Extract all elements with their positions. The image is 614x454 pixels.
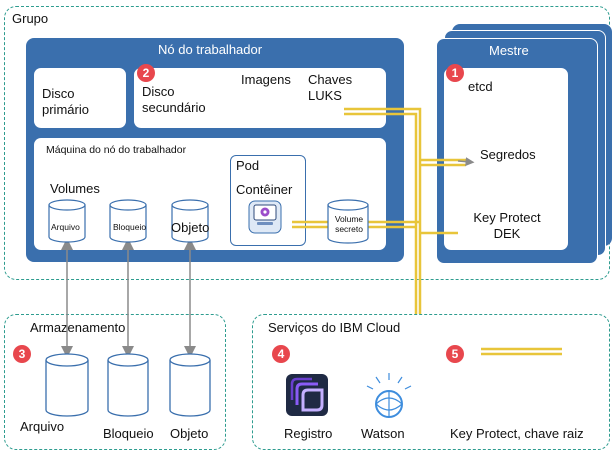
etcd-label: etcd: [468, 79, 493, 94]
container-icon: [248, 200, 282, 234]
storage-title: Armazenamento: [30, 320, 126, 335]
cylinder-icon: [107, 353, 149, 417]
volume-block-label: Bloqueio: [113, 222, 147, 232]
cylinder-icon: [171, 199, 209, 243]
secondary-disk-label: Disco secundário: [142, 84, 206, 115]
worker-vm-panel: [34, 138, 386, 250]
key-protect-dek-label: Key Protect DEK: [473, 210, 541, 241]
badge-2: 2: [137, 64, 155, 82]
registry-label: Registro: [284, 426, 333, 441]
registry-icon: [286, 374, 328, 416]
ibm-cloud-title: Serviços do IBM Cloud: [268, 320, 401, 335]
volume-storage-arrows: [61, 238, 196, 358]
cluster-label: Grupo: [12, 11, 49, 26]
cylinder-icon: [109, 199, 147, 243]
badge-5: 5: [446, 345, 464, 363]
key-line-icon: [481, 347, 562, 356]
storage-boundary: [4, 314, 226, 450]
cylinder-icon: [48, 199, 86, 243]
storage-block-label: Bloqueio: [103, 426, 154, 441]
badge-1: 1: [446, 64, 464, 82]
images-label: Imagens: [241, 72, 291, 87]
pod-label: Pod: [236, 158, 260, 173]
volume-object-label: Objeto: [171, 220, 210, 235]
key-lines: [292, 107, 466, 314]
volumes-label: Volumes: [50, 181, 100, 196]
badge-4: 4: [272, 345, 290, 363]
secrets-label: Segredos: [480, 147, 536, 162]
worker-vm-title: Máquina do nó do trabalhador: [46, 144, 187, 156]
secret-volume-label: Volume secreto: [334, 214, 364, 234]
secondary-disk-panel: [134, 68, 386, 128]
worker-node-title: Nó do trabalhador: [158, 42, 263, 57]
master-title: Mestre: [489, 43, 529, 58]
volume-file-label: Arquivo: [51, 222, 80, 232]
container-label: Contêiner: [236, 182, 293, 197]
storage-object-label: Objeto: [170, 426, 209, 441]
watson-label: Watson: [361, 426, 405, 441]
ibm-cloud-boundary: [252, 314, 610, 450]
primary-disk-label: Disco primário: [42, 86, 89, 117]
secrets-arrow: [457, 157, 475, 167]
key-protect-root-label: Key Protect, chave raiz: [450, 426, 584, 441]
cylinder-icon: [169, 353, 211, 417]
luks-keys-label: Chaves LUKS: [308, 72, 353, 103]
badge-3: 3: [13, 345, 31, 363]
storage-file-label: Arquivo: [20, 419, 65, 434]
watson-icon: [366, 373, 412, 418]
primary-disk-panel: [34, 68, 126, 128]
cylinder-icon: [327, 199, 369, 244]
cylinder-icon: [45, 353, 89, 417]
